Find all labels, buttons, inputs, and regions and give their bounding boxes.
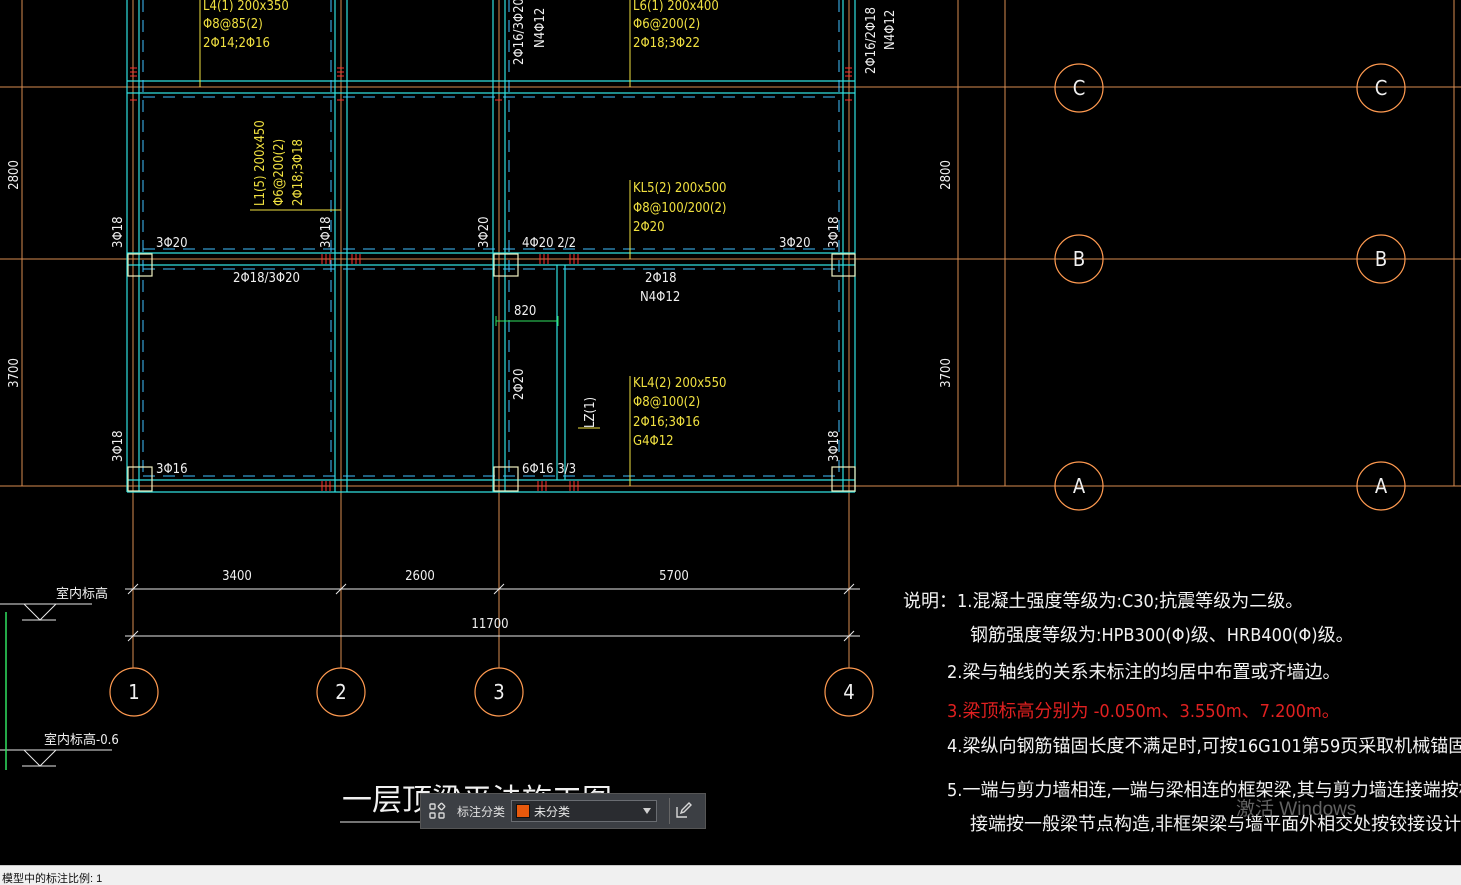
beam-label-kl4: 2Φ16;3Φ16: [633, 415, 700, 430]
note-line: 钢筋强度等级为:HPB300(Φ)级、HRB400(Φ)级。: [970, 625, 1354, 646]
leader-lines: [199, 0, 631, 486]
dim-text: 3400: [222, 569, 252, 584]
note-line: 4.梁纵向钢筋锚固长度不满足时,可按16G101第59页采取机械锚固措施。: [947, 736, 1461, 757]
rebar-label: 3Φ18: [111, 430, 126, 462]
level-label: 室内标高-0.6: [44, 732, 119, 748]
cad-canvas[interactable]: C B A C B A 1 2 3 4 3400 2600 5700 11700…: [0, 0, 1461, 865]
support-ticks: [130, 67, 852, 491]
dim-text: 2800: [939, 160, 954, 190]
category-select[interactable]: 未分类: [511, 800, 658, 822]
dim-820-text: 820: [514, 304, 536, 319]
rebar-label: 2Φ16/2Φ18: [864, 7, 879, 74]
beam-label-kl4: KL4(2) 200x550: [633, 376, 726, 391]
category-label: 标注分类: [457, 804, 506, 819]
dim-text: 3700: [7, 358, 22, 388]
beam-label-l4: L4(1) 200x350: [203, 0, 289, 14]
note-line: 2.梁与轴线的关系未标注的均居中布置或齐墙边。: [947, 662, 1340, 683]
edit-icon[interactable]: [669, 798, 696, 824]
rebar-label: 3Φ18: [827, 430, 842, 462]
annotation-category-toolbar: 标注分类 未分类: [420, 793, 706, 829]
rebar-label: 3Φ20: [779, 236, 811, 251]
axis-labels: C B A C B A 1 2 3 4: [128, 76, 1388, 704]
level-label: 室内标高: [56, 586, 108, 602]
note-line: 说明：1.混凝土强度等级为:C30;抗震等级为二级。: [903, 591, 1303, 612]
beam-label-l6: 2Φ18;3Φ22: [633, 36, 700, 51]
beam-annotations: L4(1) 200x350 Φ8@85(2) 2Φ14;2Φ16 L6(1) 2…: [203, 0, 727, 449]
rebar-label: LZ(1): [583, 397, 598, 428]
rebar-label: 2Φ20: [512, 368, 527, 400]
rebar-label: 3Φ18: [827, 216, 842, 248]
axis-letter: B: [1073, 247, 1085, 271]
rebar-label: N4Φ12: [640, 290, 680, 305]
rebar-label: N4Φ12: [883, 10, 898, 50]
dim-text: 2600: [405, 569, 435, 584]
beam-label-l6: L6(1) 200x400: [633, 0, 719, 14]
axis-letter: A: [1375, 474, 1388, 498]
note-line: 5.一端与剪力墙相连,一端与梁相连的框架梁,其与剪力墙连接端按框架梁节点构造,与…: [947, 780, 1461, 801]
axis-number: 1: [128, 680, 139, 704]
chevron-down-icon: [643, 808, 652, 814]
level-label-texts: 室内标高 室内标高-0.6: [44, 586, 119, 748]
beam-label-kl5: 2Φ20: [633, 220, 665, 235]
axis-letter: C: [1073, 76, 1086, 100]
beam-outlines: [126, 0, 856, 493]
beam-label-l1: L1(5) 200x450: [253, 120, 268, 206]
axis-letter: C: [1375, 76, 1388, 100]
beam-label-kl4: Φ8@100(2): [633, 395, 700, 410]
axis-letter: B: [1375, 247, 1387, 271]
status-bar: 模型中的标注比例: 1: [0, 865, 1461, 885]
dim-text: 2800: [7, 160, 22, 190]
rebar-label: 2Φ16/3Φ20: [512, 0, 527, 65]
rebar-label: 3Φ20: [156, 236, 188, 251]
annotation-scale-status: 模型中的标注比例: 1: [2, 873, 103, 885]
category-color-swatch: [516, 804, 531, 818]
rebar-label: 2Φ18: [645, 271, 677, 286]
axis-grid: [0, 0, 1461, 668]
beam-label-kl5: KL5(2) 200x500: [633, 181, 726, 196]
beam-label-l1: Φ6@200(2): [272, 139, 287, 206]
rebar-label: 6Φ16 3/3: [522, 462, 576, 477]
note-line-highlight: 3.梁顶标高分别为 -0.050m、3.550m、7.200m。: [947, 701, 1340, 722]
beam-label-l6: Φ6@200(2): [633, 17, 700, 32]
axis-number: 4: [843, 680, 854, 704]
columns: [127, 253, 856, 492]
axis-bubbles: [109, 63, 1406, 717]
dim-text: 5700: [659, 569, 689, 584]
rebar-label: 4Φ20 2/2: [522, 236, 576, 251]
windows-activation-watermark: 激活 Windows: [1236, 799, 1357, 820]
rebar-annotations: 2Φ16/3Φ20 N4Φ12 2Φ16/2Φ18 N4Φ12 3Φ18 3Φ1…: [111, 0, 898, 477]
beam-label-kl5: Φ8@100/200(2): [633, 201, 727, 216]
rebar-label: 3Φ20: [477, 216, 492, 248]
design-notes: 说明：1.混凝土强度等级为:C30;抗震等级为二级。 钢筋强度等级为:HPB30…: [903, 591, 1461, 835]
axis-letter: A: [1073, 474, 1086, 498]
note-line: 接端按一般梁节点构造,非框架梁与墙平面外相交处按铰接设计,做法参见16G101第: [970, 814, 1461, 835]
dim-text: 3700: [939, 358, 954, 388]
beam-label-l4: Φ8@85(2): [203, 17, 263, 32]
level-markers: [0, 603, 112, 767]
dim-820-line: [495, 316, 559, 326]
dimension-texts: 3400 2600 5700 11700 2800 3700 2800 3700: [7, 160, 954, 632]
dimension-lines: [125, 583, 860, 642]
category-select-value: 未分类: [534, 804, 571, 819]
axis-number: 2: [335, 680, 346, 704]
dim-text-total: 11700: [471, 617, 508, 632]
dashed-rebars: [142, 0, 840, 480]
beam-label-kl4: G4Φ12: [633, 434, 674, 449]
rebar-label: 3Φ18: [111, 216, 126, 248]
axis-number: 3: [493, 680, 504, 704]
grid-icon[interactable]: [421, 794, 453, 828]
beam-label-l4: 2Φ14;2Φ16: [203, 36, 270, 51]
rebar-label: 3Φ18: [319, 216, 334, 248]
rebar-label: N4Φ12: [533, 8, 548, 48]
rebar-label: 2Φ18/3Φ20: [233, 271, 300, 286]
rebar-label: 3Φ16: [156, 462, 188, 477]
beam-label-l1: 2Φ18;3Φ18: [291, 139, 306, 206]
